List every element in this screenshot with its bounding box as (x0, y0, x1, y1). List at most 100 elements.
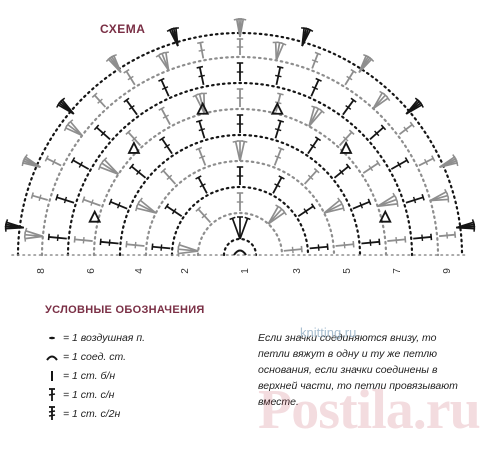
chain-arc (118, 133, 362, 257)
stitch (23, 235, 43, 242)
row-number: 9 (442, 268, 453, 274)
stitch (387, 236, 407, 244)
stitch (303, 167, 320, 185)
stitch (197, 41, 206, 59)
stitch (333, 163, 352, 179)
stitch (232, 140, 241, 162)
shell-marker (270, 101, 284, 115)
note-text: Если значки соединяются внизу, то петли … (258, 332, 458, 408)
watermark-small: knitting.ru (300, 325, 357, 340)
stitch (195, 119, 206, 139)
watermark-large: Postila.ru (258, 379, 480, 441)
chain-arc (144, 159, 336, 257)
stitch (155, 53, 170, 71)
row-number: 3 (292, 268, 303, 274)
stitch (398, 121, 415, 136)
shell-marker (127, 140, 141, 154)
stitch (93, 124, 111, 141)
stitch (237, 216, 243, 239)
stitch (70, 157, 90, 170)
stitch (308, 105, 318, 127)
diagram-title: СХЕМА (100, 22, 146, 36)
stitch (81, 196, 101, 207)
stitch (335, 241, 355, 249)
stitch (108, 198, 128, 210)
stitch-marks (4, 18, 476, 257)
stitch (301, 27, 308, 47)
stitch (73, 236, 93, 244)
row-number: 1 (240, 268, 251, 274)
stitch (307, 136, 322, 155)
stitch (63, 124, 83, 137)
stitch (239, 140, 248, 162)
shell-marker (88, 209, 102, 223)
stitch (372, 90, 386, 109)
stitch (236, 38, 244, 55)
legend-item-treble: = 1 ст. с/2н (44, 404, 145, 423)
chain-arc (196, 211, 284, 257)
row-number: 5 (342, 268, 353, 274)
stitch (125, 129, 142, 147)
chain-stitch-icon (44, 335, 60, 341)
stitch (236, 62, 244, 81)
stitch (418, 155, 436, 167)
double-crochet-icon (44, 387, 60, 402)
stitch (233, 18, 241, 38)
stitch (342, 97, 357, 116)
stitch (429, 188, 449, 202)
chain-arc (170, 185, 310, 257)
stitch (236, 192, 244, 211)
chain-arc (222, 237, 258, 257)
center-ring (233, 249, 247, 256)
single-crochet-icon (44, 370, 60, 382)
stitch (229, 216, 241, 240)
stitch (166, 27, 179, 47)
stitch (272, 175, 285, 194)
legend-item-slip: = 1 соед. ст. (44, 347, 145, 366)
stitch (390, 157, 410, 170)
stitch (239, 216, 251, 240)
row-number: 4 (134, 268, 145, 274)
legend-item-chain: = 1 воздушная п. (44, 328, 145, 347)
stitch (323, 197, 343, 214)
stitch (97, 163, 119, 175)
shell-marker (378, 209, 392, 223)
stitch (195, 175, 208, 194)
stitch (56, 101, 75, 115)
chain-arc (66, 81, 414, 257)
stitch (361, 238, 381, 246)
stitch (405, 194, 425, 204)
stitch (47, 233, 67, 242)
stitch (338, 129, 355, 147)
stitch (272, 41, 279, 61)
row-number: 2 (180, 268, 191, 274)
stitch (55, 194, 75, 204)
stitch (236, 88, 244, 107)
legend: = 1 воздушная п. = 1 соед. ст. = 1 ст. б… (44, 328, 145, 423)
chain-arc (40, 55, 440, 257)
stitch (160, 167, 177, 185)
stitch (164, 203, 183, 218)
stitch (362, 160, 381, 174)
stitch (358, 53, 370, 73)
stitch (192, 93, 206, 114)
stitch (123, 68, 136, 86)
stitch (44, 155, 62, 167)
row-number: 6 (86, 268, 97, 274)
stitch (177, 250, 199, 257)
stitch (267, 204, 282, 225)
stitch (196, 65, 205, 86)
stitch (91, 92, 107, 108)
stitch (21, 159, 41, 168)
stitch (297, 203, 316, 218)
legend-label: = 1 воздушная п. (63, 331, 146, 344)
stitch (158, 136, 173, 155)
stitch (456, 219, 476, 229)
legend-item-double: = 1 ст. с/н (44, 385, 145, 404)
stitch (105, 56, 122, 74)
stitch (135, 205, 157, 214)
stitch (195, 206, 212, 224)
shell-marker (196, 101, 210, 115)
